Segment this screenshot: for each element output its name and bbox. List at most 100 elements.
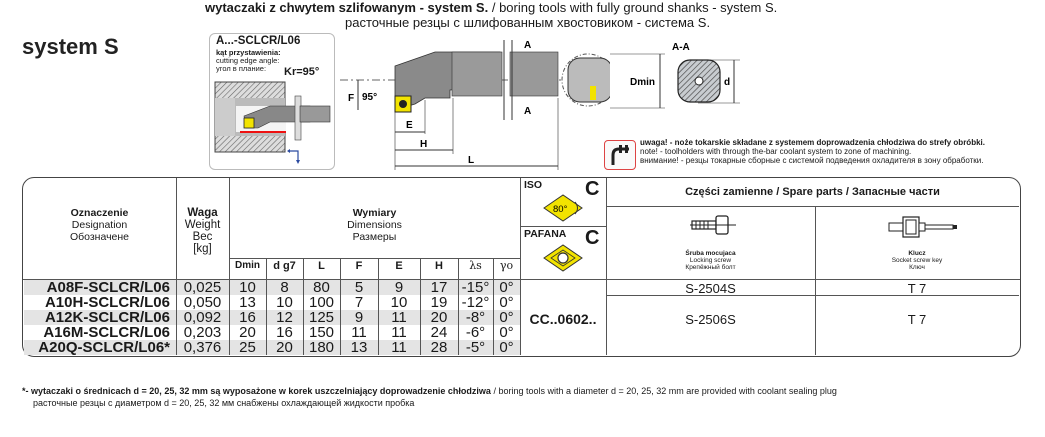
pafana-insert-icon (543, 244, 583, 272)
cell-E: 11 (391, 339, 407, 356)
table-row-shade (24, 340, 521, 355)
cross-section-drawing: Dmin A-A d (610, 42, 740, 109)
col-L: L (318, 260, 325, 272)
divider (378, 258, 379, 355)
cell-d: 16 (276, 324, 293, 341)
note-en: note! - toolholders with through the-bar… (640, 147, 912, 157)
divider (176, 178, 177, 355)
cell-F: 9 (354, 309, 364, 326)
cell-H: 17 (430, 279, 448, 296)
divider (420, 258, 421, 355)
coolant-note: uwaga! - noże tokarskie składane z syste… (640, 138, 985, 166)
divider (606, 206, 1019, 207)
divider (340, 258, 341, 355)
cell-weight: 0,376 (183, 339, 222, 356)
cell-gamma: 0° (499, 279, 514, 296)
table-row-shade (24, 280, 521, 295)
divider (23, 279, 1020, 280)
cell-designation: A10H-SCLCR/L06 (44, 294, 170, 311)
divider (266, 258, 267, 355)
cell-E: 11 (391, 324, 407, 341)
screw-label: Śruba mocujaca Locking screw Крепёжный б… (685, 250, 736, 272)
divider (606, 178, 607, 355)
cell-lambda: -6° (465, 324, 486, 341)
cell-d: 12 (276, 309, 293, 326)
cell-H: 20 (430, 309, 448, 326)
key-code-1: T 7 (907, 281, 927, 296)
screw-code-2: S-2506S (685, 312, 736, 327)
cutting-angle-card: A...-SCLCR/L06 kąt przystawienia: cuttin… (209, 33, 335, 170)
dimensions-header: Wymiary Dimensions Размеры (347, 207, 402, 243)
screw-code-1: S-2504S (685, 281, 736, 296)
divider (520, 226, 606, 227)
label-H: H (420, 139, 427, 150)
cell-L: 180 (308, 339, 335, 356)
designation-header: Oznaczenie Designation Обозначене (69, 207, 130, 243)
cell-H: 28 (430, 339, 448, 356)
cell-d: 10 (276, 294, 293, 311)
cell-designation: A16M-SCLCR/L06 (43, 324, 170, 341)
cell-E: 10 (390, 294, 408, 311)
col-E: E (395, 260, 403, 272)
cell-dmin: 13 (239, 294, 256, 311)
iso-angle: 80° (553, 204, 568, 215)
divider (458, 258, 459, 355)
header-title-ru: расточные резцы с шлифованным хвостовико… (345, 15, 711, 30)
divider (229, 178, 230, 355)
coolant-icon (604, 140, 636, 170)
cell-d: 8 (280, 279, 289, 296)
tool-dimension-drawing: 95° F E H L A A (340, 40, 610, 170)
cell-dmin: 16 (239, 309, 256, 326)
header-title-pl: wytaczaki z chwytem szlifowanym - system… (205, 0, 489, 15)
cell-L: 150 (308, 324, 335, 341)
label-d: d (724, 77, 730, 88)
cell-gamma: 0° (499, 339, 514, 356)
cell-F: 13 (350, 339, 368, 356)
cell-d: 20 (276, 339, 293, 356)
cell-L: 100 (308, 294, 335, 311)
table-row-shade (24, 310, 521, 325)
label-95: 95° (362, 92, 377, 103)
cell-H: 19 (430, 294, 448, 311)
label-dmin: Dmin (630, 77, 655, 88)
col-lambda: λs (469, 259, 482, 272)
cell-weight: 0,025 (183, 279, 222, 296)
cell-dmin: 10 (239, 279, 256, 296)
pafana-code: C (585, 227, 600, 249)
socket-key-icon (888, 216, 957, 238)
cell-lambda: -12° (461, 294, 490, 311)
col-dmin: Dmin (235, 260, 260, 271)
cell-gamma: 0° (499, 294, 514, 311)
divider (229, 258, 520, 259)
cell-gamma: 0° (499, 324, 514, 341)
label-F: F (348, 93, 354, 104)
angle-value: Kr=95° (284, 66, 320, 78)
cell-designation: A20Q-SCLCR/L06* (38, 339, 170, 356)
pafana-label: PAFANA (524, 228, 567, 240)
cell-lambda: -5° (465, 339, 486, 356)
cell-dmin: 20 (239, 324, 256, 341)
label-A-bottom: A (524, 106, 531, 117)
cell-gamma: 0° (499, 309, 514, 326)
note-pl: uwaga! - noże tokarskie składane z syste… (640, 138, 985, 147)
cell-weight: 0,050 (183, 294, 222, 311)
key-code-2: T 7 (907, 312, 927, 327)
key-label: Klucz Socket screw key Ключ (891, 250, 943, 272)
cell-designation: A08F-SCLCR/L06 (46, 279, 170, 296)
insert-code: CC..0602.. (529, 311, 597, 327)
cell-weight: 0,092 (183, 309, 222, 326)
col-d: d g7 (273, 260, 296, 272)
col-H: H (435, 260, 443, 272)
col-gamma: γo (499, 259, 514, 272)
cell-H: 24 (430, 324, 448, 341)
cell-E: 11 (391, 309, 407, 326)
angle-label-ru: угол в плание: (216, 64, 267, 73)
header-title-en: / boring tools with fully ground shanks … (488, 0, 778, 15)
weight-header: Waga Weight Вес [kg] (184, 207, 221, 255)
label-L: L (468, 155, 474, 166)
cell-lambda: -15° (461, 279, 490, 296)
footnote-line-1: *- wytaczaki o średnicach d = 20, 25, 32… (22, 386, 837, 396)
cell-F: 11 (351, 324, 367, 341)
label-A-top: A (524, 40, 531, 51)
card-title: A...-SCLCR/L06 (216, 35, 301, 47)
